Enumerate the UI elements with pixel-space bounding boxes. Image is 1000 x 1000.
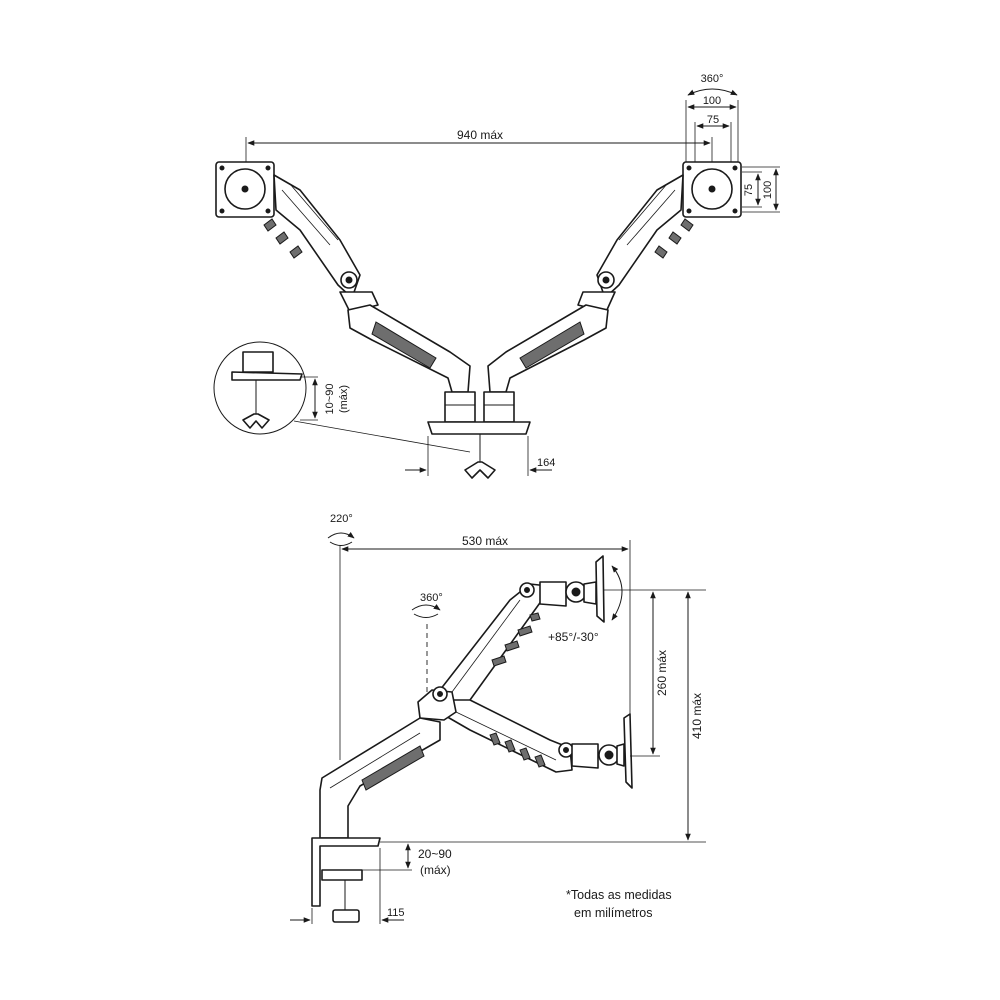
units-footnote: *Todas as medidas em milímetros: [566, 888, 672, 920]
swivel-label: 360°: [420, 592, 443, 604]
base-arm: [319, 717, 441, 839]
side-clamp-thickness-note: (máx): [420, 863, 451, 877]
upper-arm: +85°/-30°: [439, 555, 623, 713]
reach-label: 530 máx: [462, 534, 508, 548]
base-depth-label: 164: [537, 457, 555, 469]
middle-joint: [417, 686, 457, 721]
pan-rotation-indicator: 220°: [327, 513, 355, 546]
left-arm: [263, 174, 471, 393]
height-travel-label: 260 máx: [655, 650, 669, 696]
side-view: 220° 530 máx 360°: [290, 513, 706, 924]
vesa-dimensions: 360° 100 75 75 100: [685, 73, 780, 213]
left-vesa-plate: [215, 161, 275, 218]
tilt-label: +85°/-30°: [548, 630, 599, 644]
right-arm: [487, 174, 694, 393]
height-dimensions: 260 máx 410 máx: [380, 589, 706, 843]
right-vesa-plate: [682, 161, 742, 218]
top-clamp-thickness-note: (máx): [338, 385, 350, 413]
vesa-outer-label: 100: [703, 95, 721, 107]
footnote-line1: *Todas as medidas: [566, 888, 672, 902]
span-dimension: 940 máx: [245, 128, 713, 170]
vesa-vertical-inner-label: 75: [743, 184, 755, 196]
pan-label: 220°: [330, 513, 353, 525]
base-clamp: 164: [405, 391, 555, 479]
side-base-depth-dimension: 115: [290, 848, 405, 924]
side-clamp-thickness-label: 20~90: [418, 847, 452, 861]
vesa-vertical-outer-label: 100: [762, 181, 774, 199]
top-view: 940 máx 360° 100 75 75 100: [213, 73, 780, 479]
height-total-label: 410 máx: [690, 693, 704, 739]
clamp-detail-callout: 10~90 (máx): [213, 341, 471, 453]
footnote-line2: em milímetros: [574, 906, 652, 920]
side-base-depth-label: 115: [387, 907, 405, 919]
rotation-label: 360°: [701, 73, 724, 85]
side-clamp: [311, 837, 381, 923]
top-clamp-thickness-label: 10~90: [324, 384, 336, 415]
vesa-inner-label: 75: [707, 114, 719, 126]
span-label: 940 máx: [457, 128, 503, 142]
swivel-indicator: 360°: [411, 592, 443, 700]
lower-arm: [439, 699, 633, 789]
side-clamp-thickness-dimension: 20~90 (máx): [362, 843, 452, 877]
